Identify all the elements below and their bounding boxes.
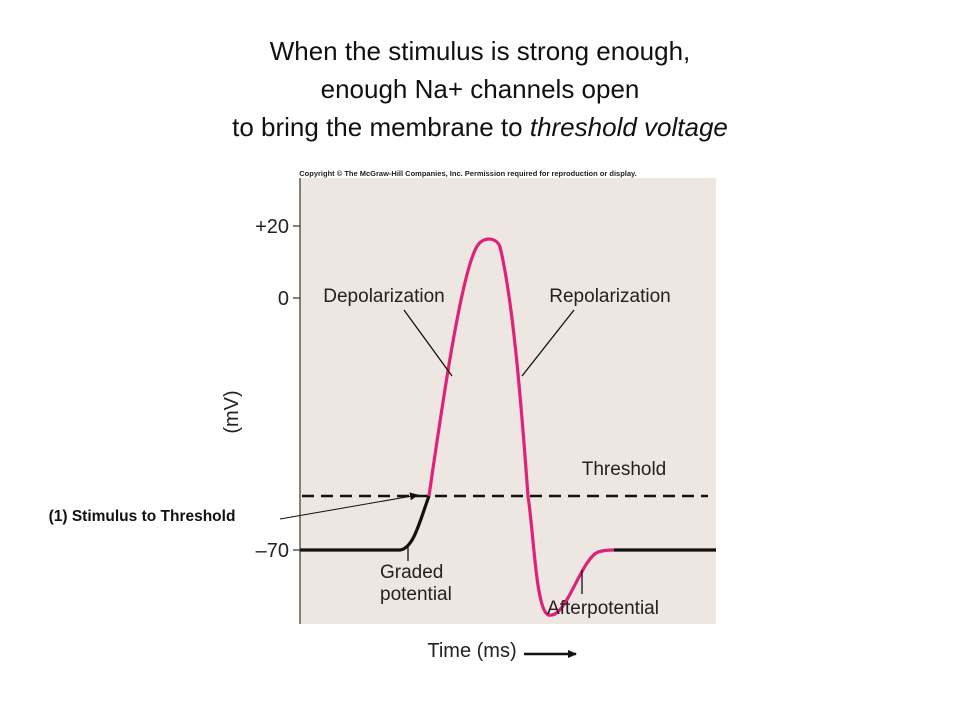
title-line-2: enough Na+ channels open xyxy=(320,74,640,104)
y-tick-label: 0 xyxy=(278,288,289,310)
slide-title: When the stimulus is strong enough, enou… xyxy=(0,32,960,146)
y-axis-label: (mV) xyxy=(221,390,243,433)
y-tick-label: –70 xyxy=(256,540,289,562)
repolarization-label: Repolarization xyxy=(549,286,670,307)
stimulus-arrow xyxy=(279,492,419,520)
y-tick-label: +20 xyxy=(255,216,289,238)
y-ticks: +20 0 –70 xyxy=(255,216,300,562)
copyright-notice: Copyright © The McGraw-Hill Companies, I… xyxy=(299,169,637,178)
x-axis-label: Time (ms) xyxy=(427,640,516,662)
stimulus-annotation: (1) Stimulus to Threshold xyxy=(49,508,236,525)
threshold-label: Threshold xyxy=(582,459,667,480)
afterpotential-label: Afterpotential xyxy=(547,598,659,619)
action-potential-trace xyxy=(427,237,615,617)
graded-potential-label-2: potential xyxy=(380,584,452,605)
title-line-1: When the stimulus is strong enough, xyxy=(269,36,691,66)
title-line-3-plain: to bring the membrane to xyxy=(232,112,530,142)
depolarization-label: Depolarization xyxy=(323,286,444,307)
title-line-3-italic: threshold voltage xyxy=(529,112,728,142)
plot-background xyxy=(300,178,716,624)
depolarization-leader xyxy=(403,309,453,377)
title-line-3: to bring the membrane to threshold volta… xyxy=(0,108,960,146)
graded-potential-label-1: Graded xyxy=(380,562,443,583)
repolarization-leader xyxy=(521,309,575,377)
resting-potential-trace xyxy=(300,495,431,552)
